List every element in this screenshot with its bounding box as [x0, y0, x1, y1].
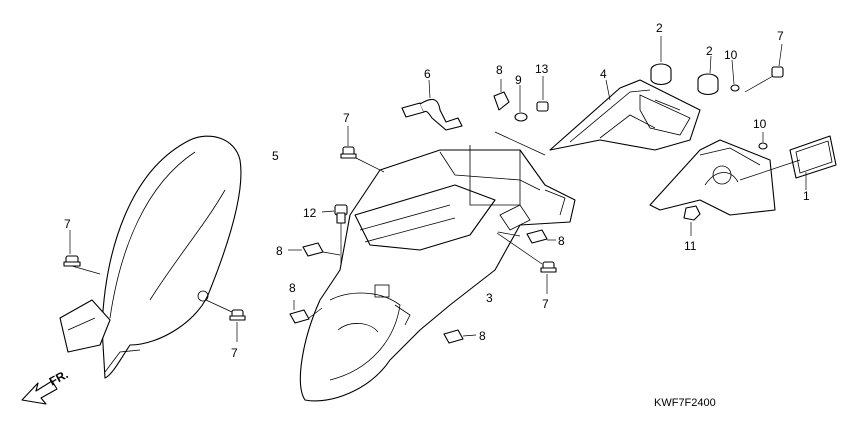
callout-10b: 10	[753, 117, 767, 131]
front-fender-part	[59, 135, 242, 379]
rear-inner-fender-part	[299, 145, 576, 402]
collar-9	[514, 85, 528, 122]
callout-8d: 8	[479, 329, 486, 343]
nut-11	[683, 205, 701, 236]
damper-2b	[697, 55, 719, 96]
callout-8b: 8	[289, 281, 296, 295]
callout-7b: 7	[231, 346, 238, 360]
callout-13: 13	[535, 62, 549, 76]
bolt-7-left	[63, 230, 101, 275]
rear-bracket-part-4	[549, 79, 701, 151]
bolt-12	[321, 204, 348, 265]
callout-2a: 2	[656, 21, 663, 35]
bolt-7-right	[496, 232, 557, 294]
license-light-part-1	[649, 135, 837, 216]
callout-7c: 7	[343, 111, 350, 125]
clip-nut-8e	[493, 79, 510, 111]
callout-2b: 2	[706, 44, 713, 58]
screw-10a	[730, 59, 740, 92]
diagram-code: KWF7F2400	[654, 397, 716, 409]
bolt-7-top	[340, 126, 385, 173]
callout-5: 5	[272, 149, 279, 163]
bolt-7-lower	[205, 299, 246, 342]
callout-1: 1	[803, 189, 810, 203]
callout-4: 4	[600, 67, 607, 81]
callout-6: 6	[424, 67, 431, 81]
callout-7a: 7	[64, 217, 71, 231]
callout-7e: 7	[777, 29, 784, 43]
callout-9: 9	[515, 73, 522, 87]
callout-10a: 10	[724, 48, 738, 62]
callout-8a: 8	[276, 244, 283, 258]
clip-nut-8c	[497, 229, 556, 244]
clip-nut-8a	[288, 242, 341, 257]
callout-8c: 8	[558, 234, 565, 248]
clip-nut-8d	[443, 329, 477, 344]
harness-clamp-6	[401, 79, 463, 131]
screw-10b	[758, 132, 768, 150]
callout-11: 11	[684, 239, 697, 253]
callout-3: 3	[486, 291, 493, 305]
front-direction-arrow-icon	[21, 380, 58, 405]
damper-2a	[650, 36, 672, 86]
callout-12: 12	[303, 206, 317, 220]
callout-7d: 7	[542, 297, 549, 311]
clip-nut-8b	[289, 300, 323, 324]
bolt-13	[494, 76, 549, 156]
callout-8e: 8	[496, 63, 503, 77]
bolt-7-top-right	[744, 43, 784, 93]
